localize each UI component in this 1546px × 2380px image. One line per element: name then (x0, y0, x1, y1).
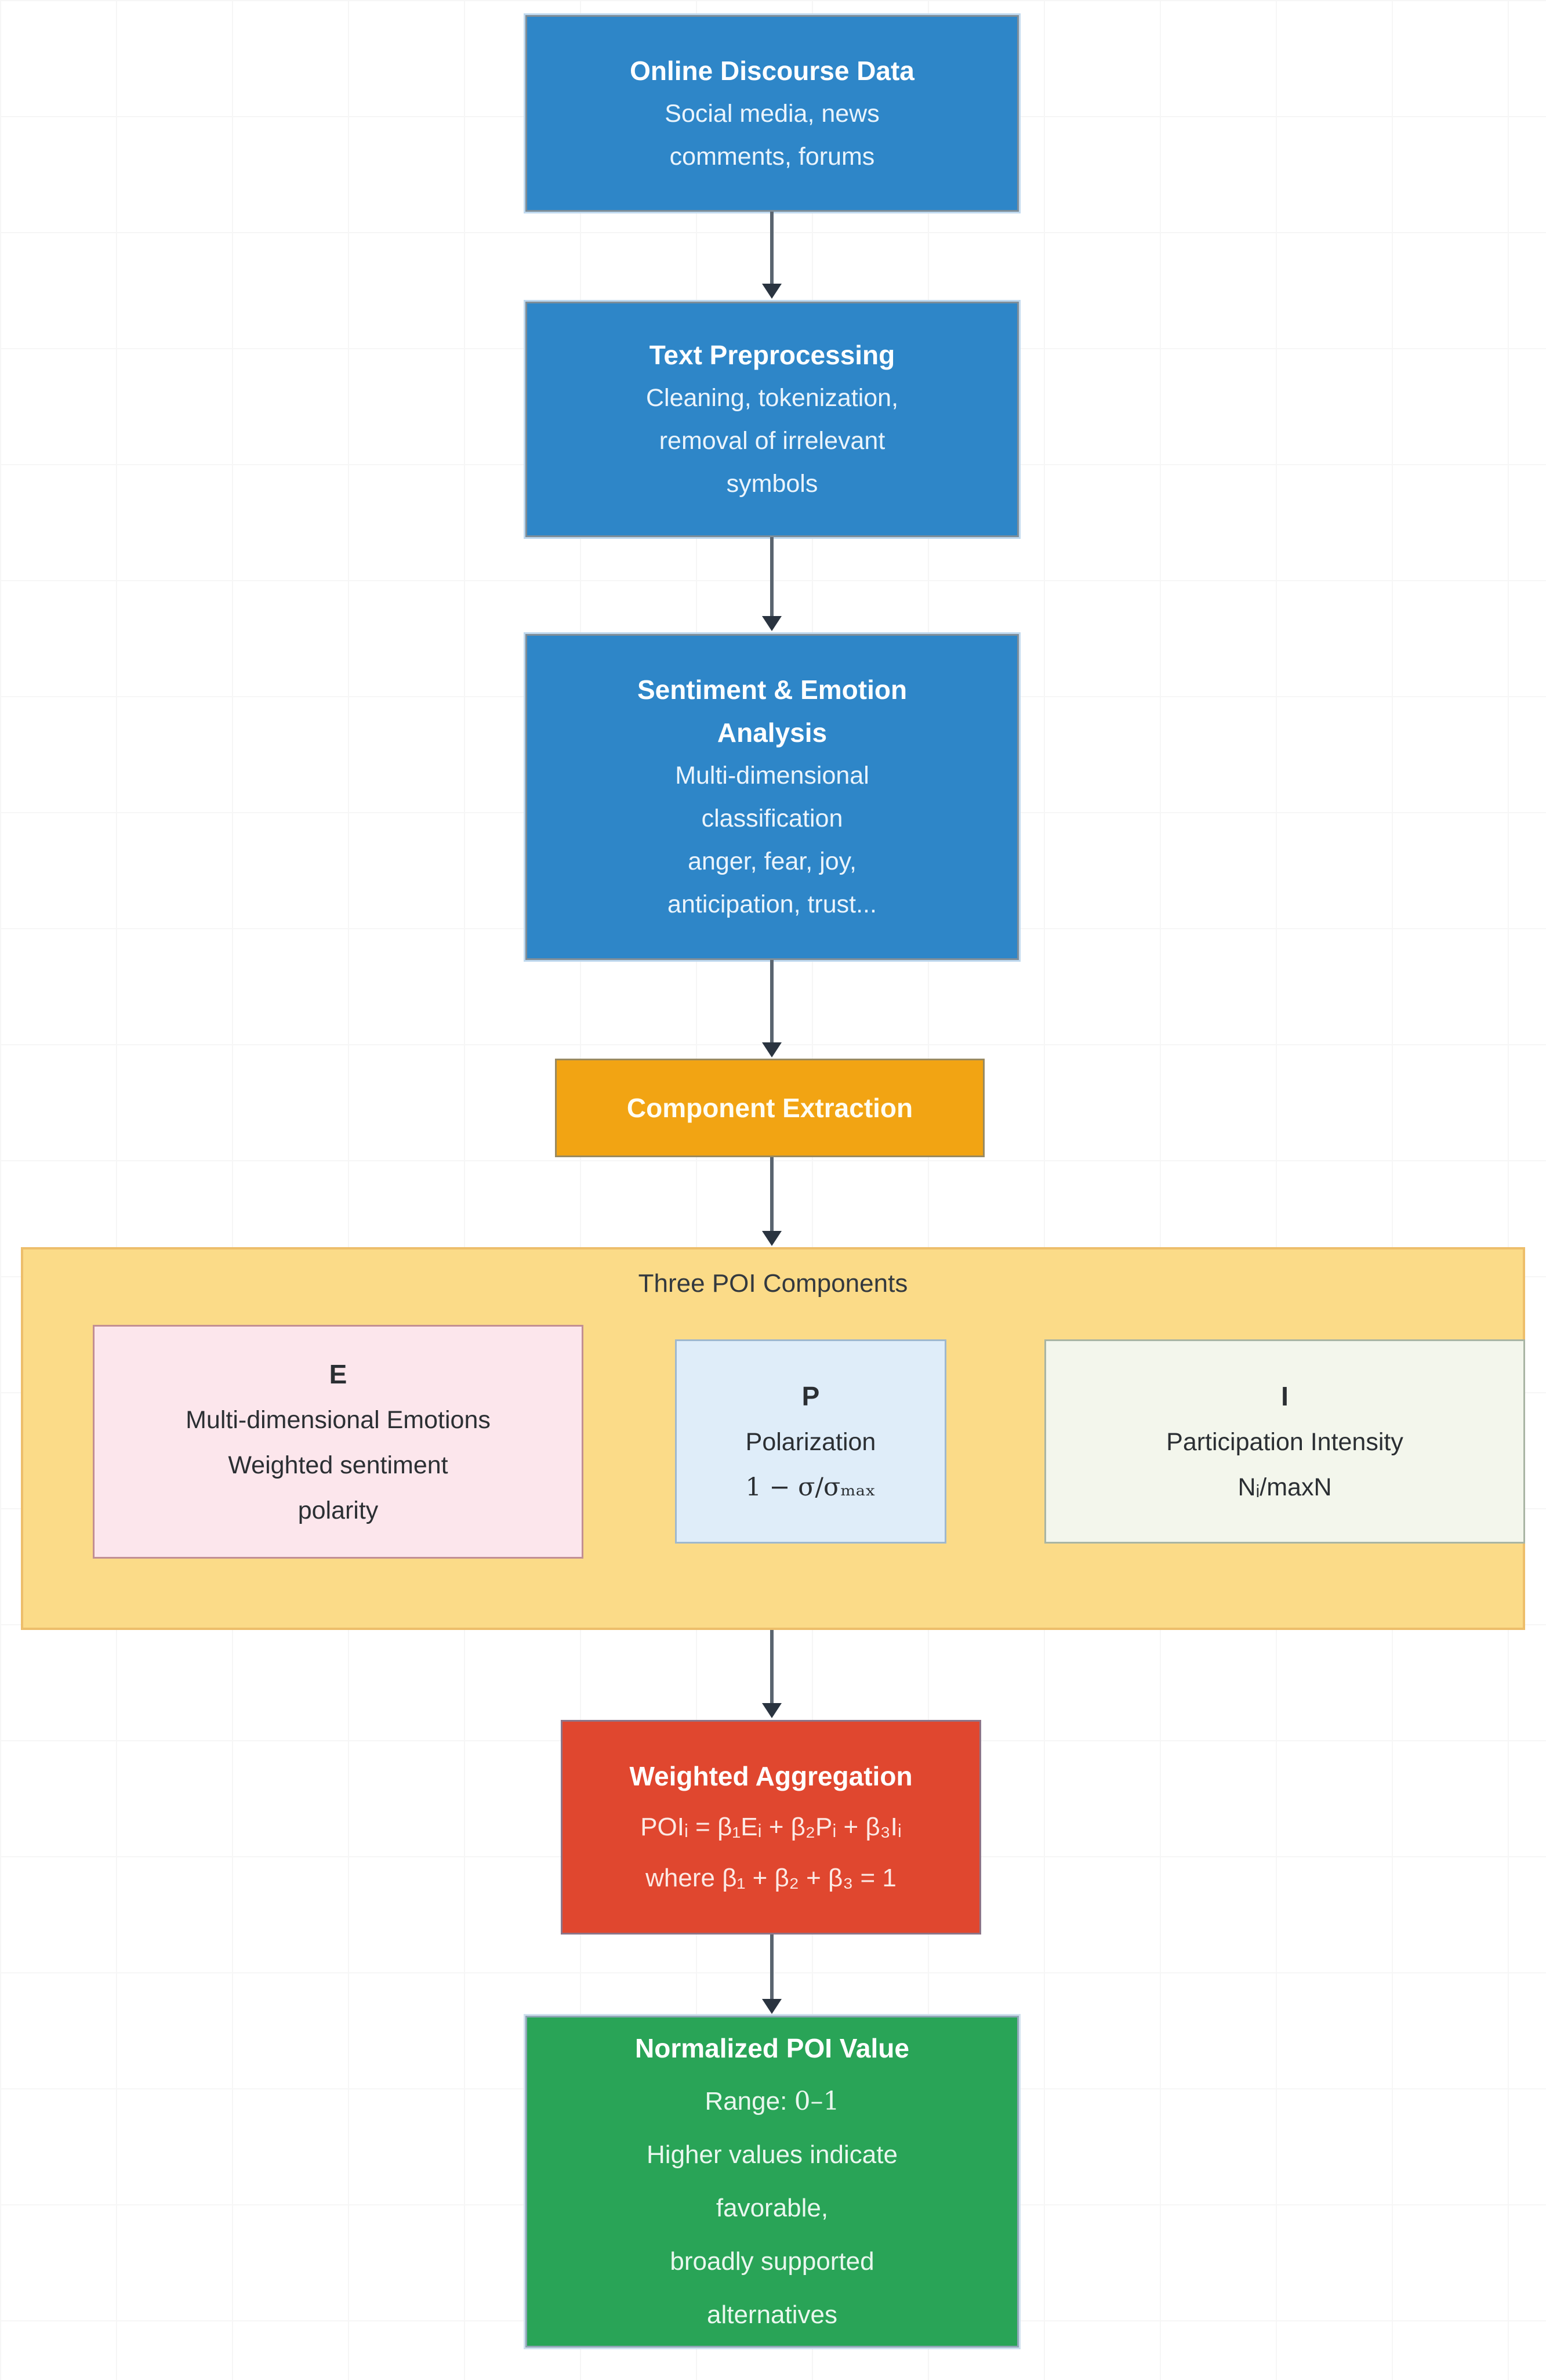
flow-arrow (760, 1157, 783, 1246)
arrow-head-icon (762, 1703, 782, 1718)
component-formula: 1 − σ/σₘₐₓ (745, 1473, 876, 1502)
component-symbol: P (801, 1381, 820, 1411)
component-formula: Nᵢ/maxN (1237, 1473, 1332, 1501)
component-polarization: P Polarization 1 − σ/σₘₐₓ (675, 1339, 946, 1544)
flow-arrow (760, 537, 783, 631)
node-line: Cleaning, tokenization, (645, 384, 899, 412)
arrow-line (770, 1935, 774, 1999)
node-text-preprocessing: Text Preprocessing Cleaning, tokenizatio… (525, 302, 1019, 537)
node-formula: POIᵢ = β₁Eᵢ + β₂Pᵢ + β₃Iᵢ (640, 1813, 902, 1841)
component-participation-intensity: I Participation Intensity Nᵢ/maxN (1044, 1339, 1525, 1544)
node-component-extraction: Component Extraction (555, 1059, 985, 1157)
node-line: Social media, news (665, 99, 880, 128)
arrow-head-icon (762, 616, 782, 631)
arrow-head-icon (762, 1231, 782, 1246)
range-label: Range: (705, 2087, 787, 2115)
arrow-head-icon (762, 1042, 782, 1057)
node-line: anticipation, trust... (667, 890, 877, 918)
node-formula: where β₁ + β₂ + β₃ = 1 (645, 1864, 897, 1892)
flow-arrow (760, 1935, 783, 2014)
node-line: removal of irrelevant (659, 427, 885, 455)
component-line: Multi-dimensional Emotions (186, 1405, 491, 1434)
node-heading: Text Preprocessing (649, 340, 895, 370)
node-line: classification (701, 805, 843, 832)
node-heading: Weighted Aggregation (629, 1761, 913, 1791)
node-line: favorable, (716, 2194, 829, 2222)
component-line: Participation Intensity (1166, 1428, 1403, 1456)
node-weighted-aggregation: Weighted Aggregation POIᵢ = β₁Eᵢ + β₂Pᵢ … (561, 1720, 981, 1935)
node-heading: Analysis (717, 718, 828, 748)
arrow-head-icon (762, 284, 782, 299)
flow-arrow (760, 212, 783, 299)
node-heading: Online Discourse Data (630, 55, 914, 86)
node-line: Higher values indicate (647, 2140, 898, 2169)
arrow-line (770, 537, 774, 616)
node-online-discourse-data: Online Discourse Data Social media, news… (525, 15, 1019, 212)
component-symbol: E (329, 1359, 347, 1389)
arrow-head-icon (762, 1999, 782, 2014)
panel-title: Three POI Components (638, 1269, 908, 1298)
flow-arrow (760, 1630, 783, 1718)
node-heading: Sentiment & Emotion (637, 675, 908, 705)
node-line: comments, forums (669, 142, 875, 171)
node-line: alternatives (706, 2301, 837, 2329)
panel-three-poi-components: Three POI Components E Multi-dimensional… (21, 1247, 1525, 1630)
arrow-line (770, 1630, 774, 1703)
arrow-line (770, 212, 774, 284)
component-line: Polarization (745, 1428, 876, 1456)
arrow-line (770, 1157, 774, 1231)
node-line: Multi-dimensional (675, 762, 869, 789)
node-heading: Component Extraction (626, 1093, 913, 1123)
component-line: polarity (297, 1496, 379, 1524)
component-emotions: E Multi-dimensional Emotions Weighted se… (93, 1325, 583, 1559)
node-sentiment-emotion-analysis: Sentiment & Emotion Analysis Multi-dimen… (525, 634, 1019, 960)
node-heading: Normalized POI Value (635, 2033, 909, 2063)
range-value: 0–1 (794, 2086, 840, 2116)
flow-arrow (760, 960, 783, 1057)
node-line: Range: 0–1 (705, 2075, 839, 2128)
arrow-line (770, 960, 774, 1042)
component-line: Weighted sentiment (228, 1451, 448, 1479)
node-line: symbols (726, 470, 818, 498)
component-symbol: I (1281, 1381, 1289, 1411)
node-line: broadly supported (670, 2247, 874, 2276)
node-line: anger, fear, joy, (688, 847, 857, 875)
node-normalized-poi-value: Normalized POI Value Range: 0–1 Higher v… (525, 2016, 1019, 2348)
